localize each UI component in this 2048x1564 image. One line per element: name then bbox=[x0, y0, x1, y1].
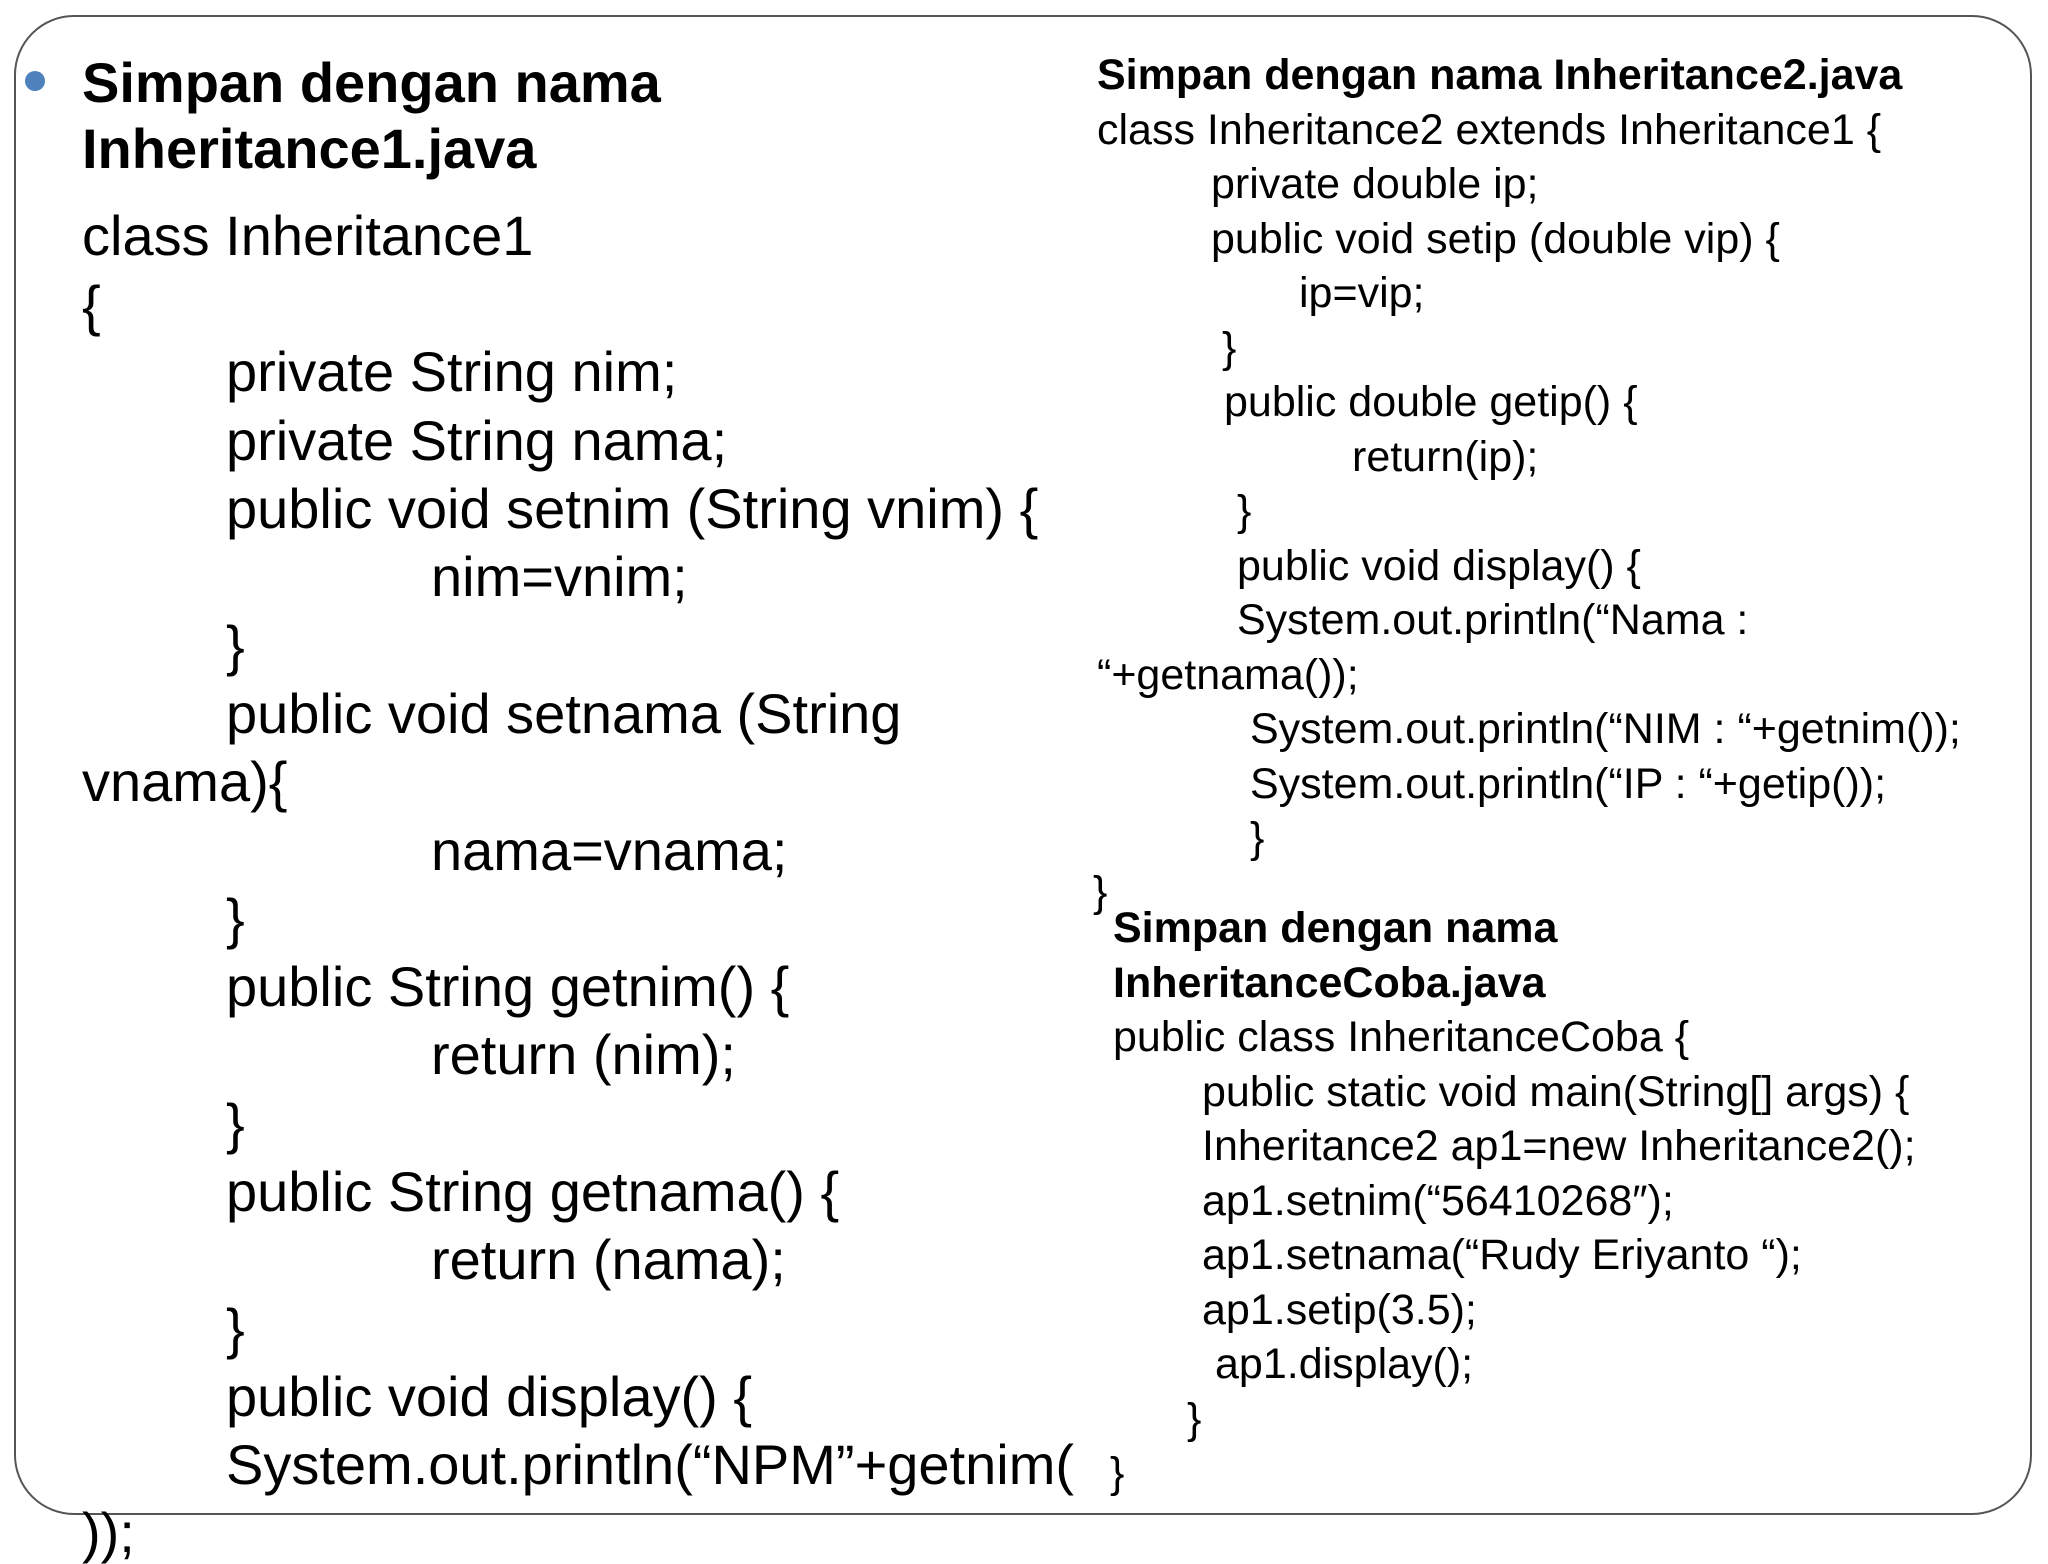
code-line: public void display() { bbox=[1237, 542, 1641, 590]
code-line: nama=vnama; bbox=[431, 819, 788, 882]
code-line: ap1.setip(3.5); bbox=[1202, 1286, 1477, 1334]
code-line: public double getip() { bbox=[1224, 378, 1638, 426]
bullet-dot bbox=[25, 71, 45, 91]
right-bottom-heading-line-1: Simpan dengan nama bbox=[1113, 904, 1558, 952]
code-line: } bbox=[1237, 487, 1252, 535]
right-bottom-heading-line-2: InheritanceCoba.java bbox=[1113, 959, 1546, 1007]
code-line: return (nim); bbox=[431, 1023, 736, 1086]
code-line: System.out.println(“NIM : “+getnim()); bbox=[1250, 705, 1961, 753]
code-line: public void setip (double vip) { bbox=[1211, 215, 1780, 263]
code-line: ip=vip; bbox=[1299, 269, 1425, 317]
code-line: “+getnama()); bbox=[1097, 651, 1359, 699]
code-line: Inheritance2 ap1=new Inheritance2(); bbox=[1202, 1122, 1916, 1170]
code-line: } bbox=[226, 887, 245, 950]
code-line: public static void main(String[] args) { bbox=[1202, 1068, 1910, 1116]
code-line: private String nama; bbox=[226, 409, 728, 472]
right-top-heading: Simpan dengan nama Inheritance2.java bbox=[1097, 51, 1903, 99]
code-line: ap1.display(); bbox=[1215, 1340, 1474, 1388]
code-line: public String getnama() { bbox=[226, 1160, 840, 1223]
code-line: public String getnim() { bbox=[226, 955, 790, 1018]
code-line: private String nim; bbox=[226, 340, 678, 403]
code-line: ap1.setnama(“Rudy Eriyanto “); bbox=[1202, 1231, 1802, 1279]
code-line: } bbox=[226, 614, 245, 677]
slide-frame bbox=[14, 15, 2032, 1515]
code-line: { bbox=[82, 274, 101, 337]
code-line: } bbox=[1110, 1449, 1125, 1497]
code-line: } bbox=[226, 1092, 245, 1155]
code-line: } bbox=[226, 1297, 245, 1360]
code-line: } bbox=[1250, 814, 1265, 862]
code-line: return (nama); bbox=[431, 1228, 786, 1291]
code-line: return(ip); bbox=[1352, 433, 1539, 481]
code-line: public void display() { bbox=[226, 1365, 753, 1428]
code-line: class Inheritance2 extends Inheritance1 … bbox=[1097, 106, 1882, 154]
code-line: System.out.println(“IP : “+getip()); bbox=[1250, 760, 1887, 808]
code-line: vnama){ bbox=[82, 750, 288, 813]
code-line: private double ip; bbox=[1211, 160, 1539, 208]
code-line: System.out.println(“NPM”+getnim( bbox=[226, 1433, 1075, 1496]
code-line: } bbox=[1093, 868, 1108, 916]
code-line: class Inheritance1 bbox=[82, 204, 534, 267]
left-heading-line-1: Simpan dengan nama bbox=[82, 51, 661, 114]
code-line: public class InheritanceCoba { bbox=[1113, 1013, 1690, 1061]
code-line: System.out.println(“Nama : bbox=[1237, 596, 1749, 644]
code-line: ap1.setnim(“56410268″); bbox=[1202, 1177, 1674, 1225]
code-line: public void setnama (String bbox=[226, 682, 902, 745]
code-line: } bbox=[1187, 1395, 1202, 1443]
left-heading-line-2: Inheritance1.java bbox=[82, 117, 537, 180]
code-line: public void setnim (String vnim) { bbox=[226, 477, 1039, 540]
code-line-clipped: )); bbox=[82, 1501, 135, 1564]
code-line: nim=vnim; bbox=[431, 545, 688, 608]
code-line: } bbox=[1222, 324, 1237, 372]
